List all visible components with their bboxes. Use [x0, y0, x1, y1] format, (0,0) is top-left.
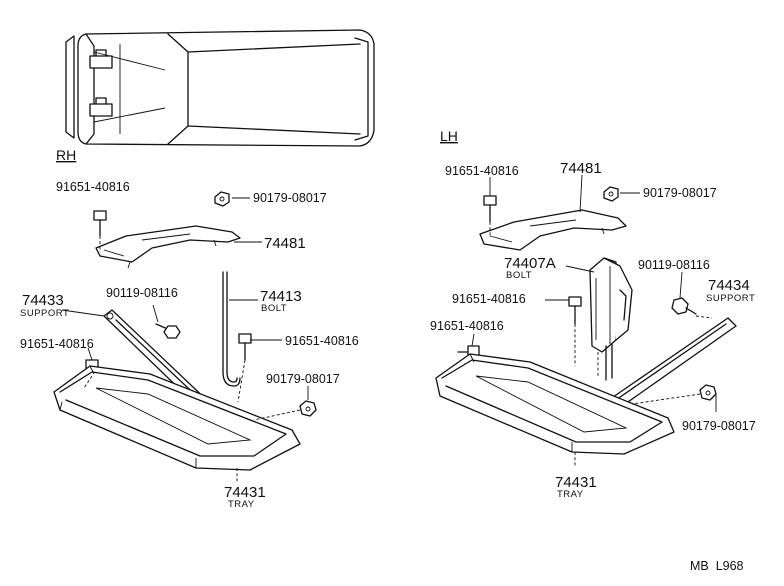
rh-label-support-word: SUPPORT: [20, 308, 69, 319]
lh-label-bolt-mid: 91651-40816: [452, 292, 526, 306]
rh-nut-top-icon: [214, 191, 230, 207]
rh-header: RH: [56, 147, 76, 163]
lh-clamp-icon: [589, 257, 633, 381]
lh-nut-right-icon: [699, 384, 717, 401]
lh-header: LH: [440, 128, 458, 144]
rh-label-rod-no: 74413: [260, 288, 302, 305]
lh-nut-top-icon: [603, 186, 619, 202]
lh-label-nut-top: 90179-08017: [643, 186, 717, 200]
rh-bolt-top-icon: [93, 210, 107, 237]
lh-label-bolt-support: 90119-08116: [638, 258, 710, 272]
rh-label-support-no: 74433: [22, 292, 64, 309]
lh-bolt-mid-icon: [568, 296, 582, 325]
rh-bolt-mid-icon: [155, 323, 181, 339]
rh-rod-icon: [222, 271, 241, 387]
rh-bracket-icon: [95, 225, 241, 269]
rh-nut-right-icon: [299, 400, 317, 417]
rh-label-bolt-left: 91651-40816: [20, 337, 94, 351]
rh-label-bolt-mid: 90119-08116: [106, 286, 178, 300]
lh-tray-icon: [435, 353, 675, 455]
rh-leader-bolt-left: [83, 375, 93, 389]
lh-bolt-top-icon: [483, 195, 497, 223]
lh-label-support-no: 74434: [708, 277, 750, 294]
lh-label-clamp-word: BOLT: [506, 270, 532, 281]
rh-label-nut-right: 90179-08017: [266, 372, 340, 386]
lh-bracket-icon: [479, 209, 627, 251]
rh-leader-bolt-right: [237, 359, 246, 403]
rh-label-tray-word: TRAY: [228, 499, 255, 510]
lh-bolt-support-icon: [671, 297, 697, 315]
rh-tray-icon: [53, 365, 301, 471]
lh-label-bolt-top: 91651-40816: [445, 164, 519, 178]
rh-leader-nut-right: [253, 409, 301, 421]
rh-label-bracket: 74481: [264, 235, 306, 252]
lh-label-nut-right: 90179-08017: [682, 419, 756, 433]
rh-label-tray-no: 74431: [224, 484, 266, 501]
diagram-code: MB L968: [690, 559, 744, 573]
rh-label-bolt-top: 91651-40816: [56, 180, 130, 194]
lh-label-support-word: SUPPORT: [706, 293, 755, 304]
lh-label-tray-no: 74431: [555, 474, 597, 491]
rh-assembly: RH: [20, 147, 359, 510]
lh-leader-support: [695, 315, 713, 319]
lh-label-bracket: 74481: [560, 160, 602, 177]
vehicle-overview: [65, 29, 375, 147]
rh-label-rod-word: BOLT: [261, 303, 287, 314]
lh-assembly: LH: [430, 128, 756, 500]
lh-label-tray-word: TRAY: [557, 489, 584, 500]
lh-label-bolt-left: 91651-40816: [430, 319, 504, 333]
rh-bolt-right-icon: [238, 333, 252, 361]
rh-label-bolt-right: 91651-40816: [285, 334, 359, 348]
lh-label-clamp-no: 74407A: [504, 255, 556, 272]
rh-label-nut-top: 90179-08017: [253, 191, 327, 205]
lh-leader-nut-right: [631, 393, 701, 405]
